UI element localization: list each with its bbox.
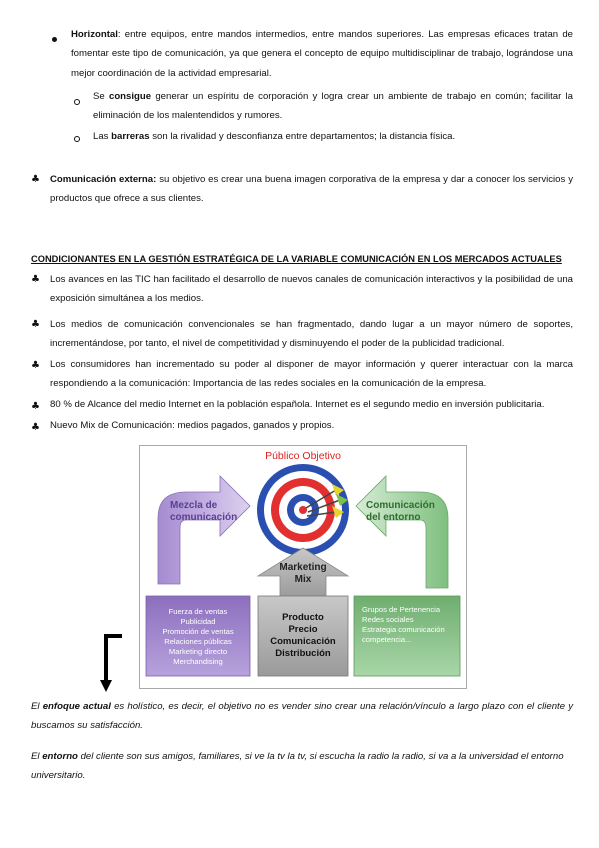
diagram-graphics <box>145 464 461 677</box>
marketing-mix-arrow-shape <box>256 547 350 599</box>
point-item: Los medios de comunicación convencionale… <box>50 319 573 350</box>
left-box-item: Marketing directo <box>168 647 228 656</box>
right-box-shape <box>353 595 461 677</box>
right-box-item: Estrategia comunicación <box>362 625 445 634</box>
right-arrow-line: Comunicación <box>366 500 435 511</box>
horizontal-term: Horizontal <box>71 29 118 40</box>
consigue-pre: Se <box>93 91 109 102</box>
left-box-item: Fuerza de ventas <box>168 607 228 616</box>
right-arrow-shape <box>355 475 449 589</box>
marketing-mix-line: Marketing <box>279 562 327 573</box>
marketing-mix-diagram: Público Objetivo Mezcla de comunicación … <box>139 445 467 689</box>
enfoque-paragraph: El enfoque actual es holístico, es decir… <box>31 697 573 736</box>
left-box-item: Publicidad <box>180 617 216 626</box>
entorno-paragraph: El entorno del cliente son sus amigos, f… <box>31 747 573 786</box>
barreras-text: son la rivalidad y desconfianza entre de… <box>149 131 456 142</box>
entorno-pre: El <box>31 751 43 762</box>
left-box-item: Merchandising <box>173 657 223 666</box>
center-box-item: Precio <box>288 624 318 635</box>
down-arrow-icon <box>100 634 122 692</box>
left-arrow-line: Mezcla de <box>170 500 218 511</box>
club-bullet-icon: ♣ <box>31 319 40 330</box>
enfoque-pre: El <box>31 701 43 712</box>
left-box-item: Relaciones públicas <box>164 637 232 646</box>
bullet-circle <box>74 99 80 105</box>
right-box-item: Grupos de Pertenencia <box>362 605 441 614</box>
club-bullet-icon: ♣ <box>31 274 40 285</box>
externa-text: su objetivo es crear una buena imagen co… <box>50 174 573 205</box>
barreras-pre: Las <box>93 131 112 142</box>
point-item: Nuevo Mix de Comunicación: medios pagado… <box>50 420 335 431</box>
left-box-shape <box>145 595 251 677</box>
center-box-item: Comunicación <box>270 636 336 647</box>
section-heading: CONDICIONANTES EN LA GESTIÓN ESTRATÉGICA… <box>31 254 562 264</box>
point-item: 80 % de Alcance del medio Internet en la… <box>50 399 545 410</box>
entorno-term: entorno <box>42 751 78 762</box>
target-icon <box>257 464 349 556</box>
enfoque-term: enfoque actual <box>42 701 111 712</box>
barreras-term: barreras <box>111 131 150 142</box>
right-arrow-line: del entorno <box>366 512 421 523</box>
left-box-item: Promoción de ventas <box>162 627 234 636</box>
right-box-list: Grupos de Pertenencia Redes sociales Est… <box>362 605 458 645</box>
marketing-mix-label: Marketing Mix <box>268 562 338 586</box>
left-box-list: Fuerza de ventas Publicidad Promoción de… <box>148 607 248 667</box>
center-box-item: Producto <box>282 612 324 623</box>
bullet-dot <box>52 37 57 42</box>
diagram-title: Público Objetivo <box>265 450 341 462</box>
center-box-list: Producto Precio Comunicación Distribució… <box>260 612 346 660</box>
bullet-circle <box>74 136 80 142</box>
marketing-mix-line: Mix <box>294 574 312 585</box>
center-box-shape <box>257 595 349 677</box>
right-box-item: competencia... <box>362 635 412 644</box>
externa-paragraph: Comunicación externa: su objetivo es cre… <box>50 170 573 209</box>
point-item: Los avances en las TIC han facilitado el… <box>50 274 573 305</box>
club-bullet-icon: ♣ <box>31 422 40 433</box>
left-arrow-shape <box>157 475 251 585</box>
club-bullet-icon: ♣ <box>31 174 40 185</box>
horizontal-text: : entre equipos, entre mandos intermedio… <box>71 29 573 79</box>
club-bullet-icon: ♣ <box>31 401 40 412</box>
right-box-item: Redes sociales <box>362 615 414 624</box>
barreras-paragraph: Las barreras son la rivalidad y desconfi… <box>93 127 573 146</box>
center-box-item: Distribución <box>275 648 331 659</box>
entorno-text: del cliente son sus amigos, familiares, … <box>31 751 564 782</box>
right-arrow-label: Comunicación del entorno <box>366 500 458 524</box>
horizontal-paragraph: Horizontal: entre equipos, entre mandos … <box>71 25 573 83</box>
club-bullet-icon: ♣ <box>31 360 40 371</box>
left-arrow-line: comunicación <box>170 512 238 523</box>
consigue-term: consigue <box>108 91 152 102</box>
point-item: Los consumidores han incrementado su pod… <box>50 359 573 390</box>
left-arrow-label: Mezcla de comunicación <box>170 500 260 524</box>
consigue-text: generar un espíritu de corporación y log… <box>93 91 574 122</box>
enfoque-text: es holístico, es decir, el objetivo no e… <box>31 701 574 732</box>
externa-term: Comunicación externa: <box>50 174 157 185</box>
consigue-paragraph: Se consigue generar un espíritu de corpo… <box>93 87 573 126</box>
